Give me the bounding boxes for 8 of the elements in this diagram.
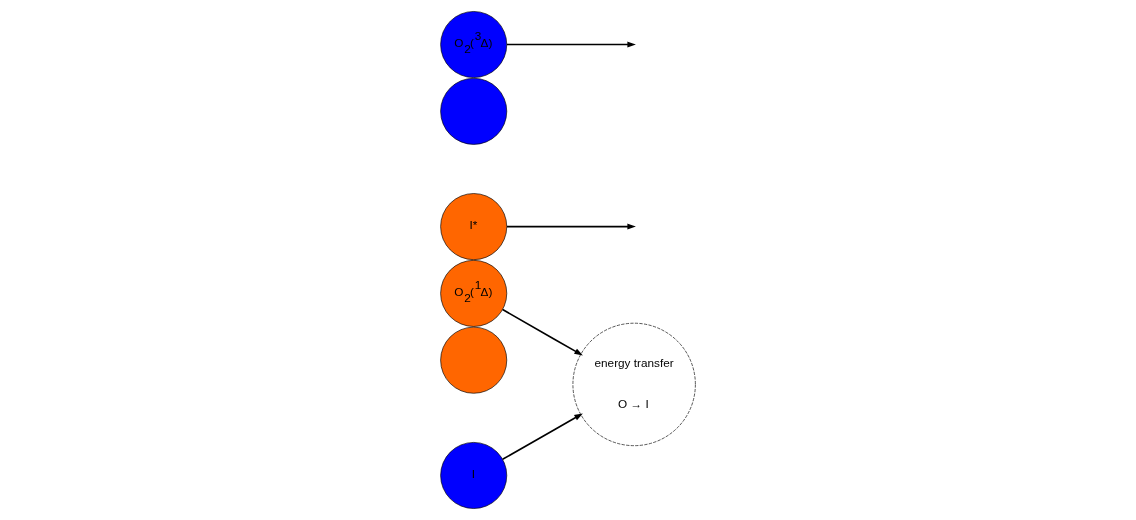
arrow bbox=[506, 223, 636, 230]
arrow bbox=[506, 41, 636, 48]
arrow bbox=[501, 308, 583, 356]
node-circle: I bbox=[440, 442, 508, 509]
node-circle bbox=[440, 77, 508, 145]
node-circle bbox=[440, 326, 508, 394]
node-circle: I* bbox=[440, 193, 508, 260]
arrow bbox=[501, 413, 583, 461]
